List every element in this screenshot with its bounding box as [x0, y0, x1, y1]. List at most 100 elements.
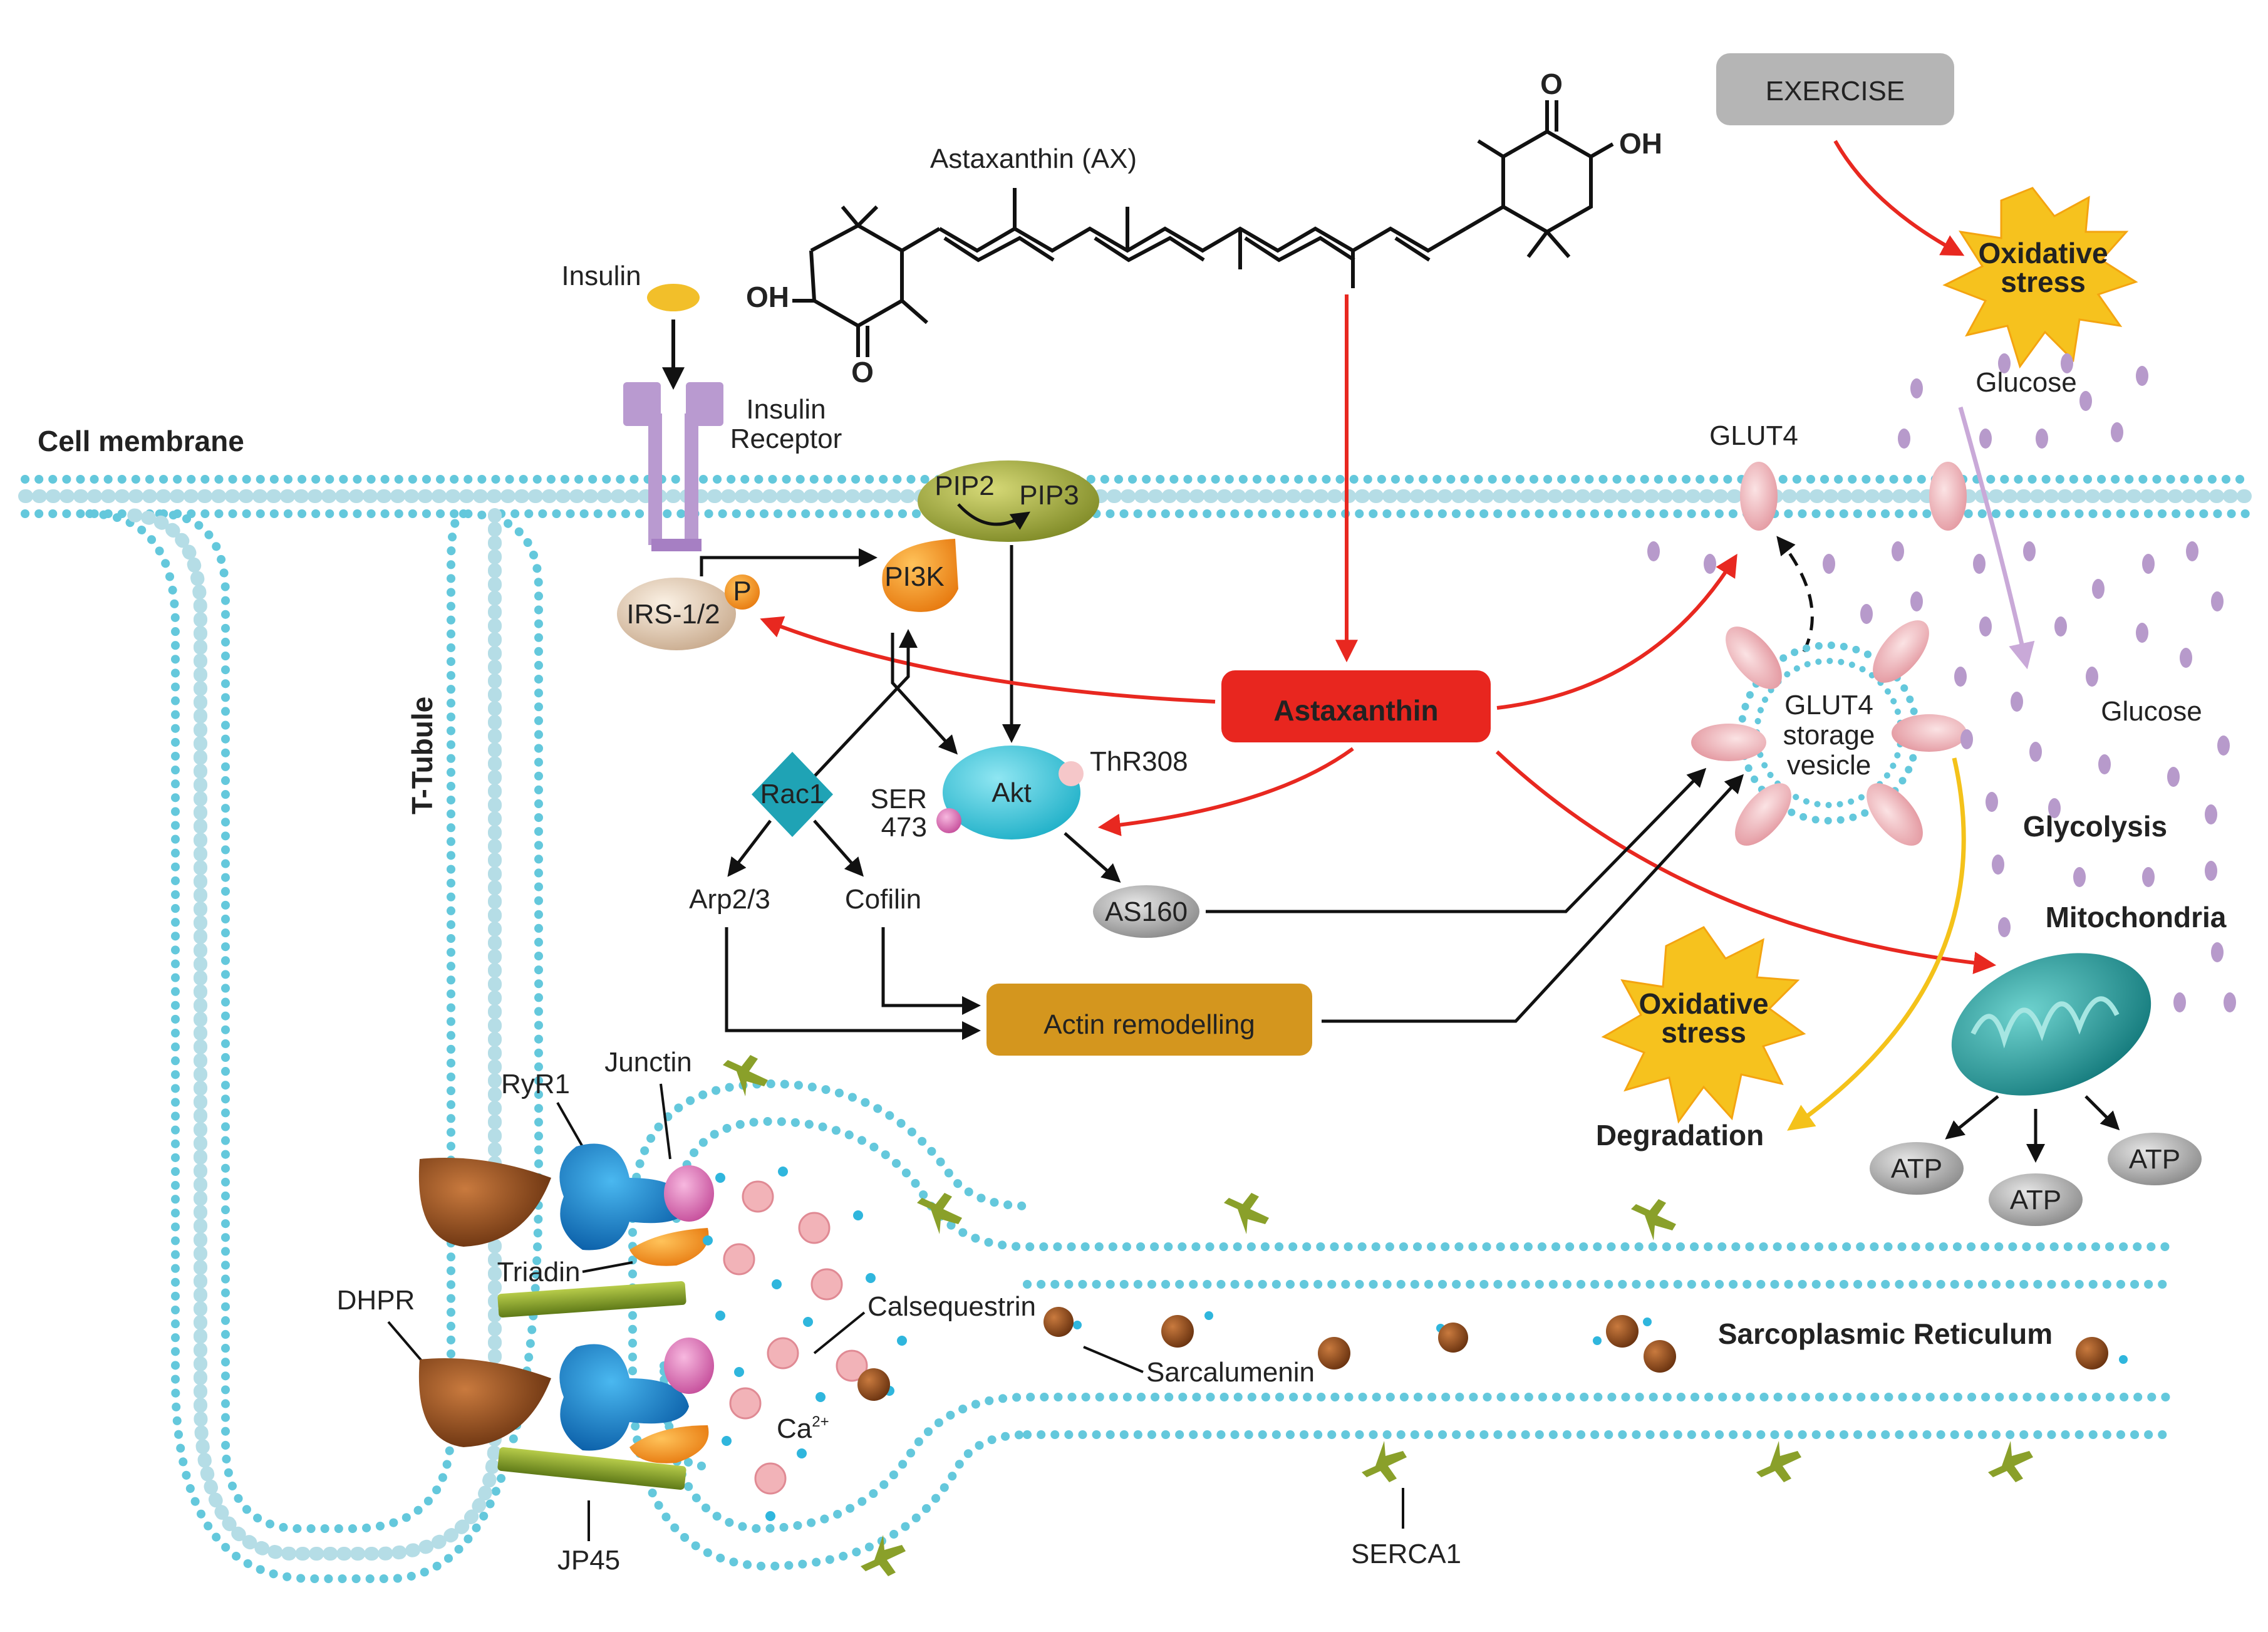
svg-text:Actin remodelling: Actin remodelling: [1043, 1009, 1255, 1040]
pi3k: PI3K: [882, 539, 958, 612]
jp45-rod-upper: [497, 1281, 686, 1318]
ser473-label-2: 473: [881, 812, 927, 843]
glucose-right-label: Glucose: [2101, 696, 2202, 727]
calcium-ions: [703, 1167, 2128, 1521]
arp-label: Arp2/3: [689, 884, 770, 915]
lipid-bilayers: [18, 475, 2255, 1583]
sarcalumenin-particles: [857, 1307, 2108, 1401]
svg-text:PIP3: PIP3: [1019, 480, 1079, 511]
oh-right: OH: [1619, 127, 1662, 160]
arrow-irs-to-pi3k: [700, 548, 878, 576]
o-right: O: [1540, 68, 1563, 100]
astaxanthin-structure: [792, 100, 1614, 357]
glucose-molecules: [1647, 353, 2236, 1012]
atp-2: ATP: [1989, 1173, 2083, 1226]
arrow-pi3k-to-akt: [891, 633, 958, 755]
t-tubule-wall: [152, 509, 468, 1533]
svg-text:ATP: ATP: [1891, 1153, 1942, 1184]
glucose-top-label: Glucose: [1975, 367, 2076, 398]
exercise-box: EXERCISE: [1716, 53, 1954, 125]
cell-membrane-label: Cell membrane: [38, 425, 244, 457]
dhpr-label: DHPR: [337, 1285, 415, 1316]
serca-pumps: [723, 1055, 2033, 1576]
svg-text:storage: storage: [1783, 720, 1875, 751]
triadin-label: Triadin: [497, 1257, 581, 1287]
as160: AS160: [1093, 885, 1199, 938]
svg-text:Astaxanthin: Astaxanthin: [1273, 694, 1438, 727]
rac1: Rac1: [752, 752, 833, 837]
glut4-transporter-2: [1929, 462, 1967, 531]
svg-text:IRS-1/2: IRS-1/2: [626, 599, 720, 630]
junctin-label: Junctin: [604, 1047, 691, 1078]
insulin-receptor-label-1: Insulin: [746, 394, 826, 425]
arrow-astax-to-akt: [1097, 747, 1354, 836]
arrow-vesicle-to-glut4: [1776, 536, 1814, 653]
sarcalumenin-label: Sarcalumenin: [1146, 1357, 1315, 1388]
sr-label: Sarcoplasmic Reticulum: [1718, 1318, 2053, 1350]
astaxanthin-title: Astaxanthin (AX): [930, 143, 1137, 174]
svg-text:AS160: AS160: [1105, 897, 1188, 927]
svg-text:vesicle: vesicle: [1787, 750, 1872, 781]
svg-text:ATP: ATP: [2129, 1144, 2180, 1175]
arrow-glucose-to-glycolysis: [1958, 407, 2035, 670]
jp45-rod-lower: [497, 1447, 686, 1490]
insulin-molecule: [647, 284, 700, 311]
cofilin-label: Cofilin: [845, 884, 921, 915]
irs: IRS-1/2 P: [617, 574, 760, 650]
ryr1-upper: [559, 1143, 714, 1266]
thr308-label: ThR308: [1090, 746, 1188, 777]
dhpr-upper: [418, 1158, 551, 1247]
mitochondria-label: Mitochondria: [2046, 901, 2227, 933]
arrow-astax-to-mito: [1495, 750, 1997, 974]
svg-text:PI3K: PI3K: [884, 561, 944, 592]
glut4-transporter: [1740, 462, 1778, 531]
pip-complex: PIP2 PIP3: [918, 460, 1099, 542]
svg-text:Akt: Akt: [992, 777, 1032, 808]
svg-text:EXERCISE: EXERCISE: [1766, 76, 1905, 107]
mitochondrion: [1951, 953, 2151, 1096]
ryr1-lower: [559, 1338, 714, 1463]
ser473-label-1: SER: [871, 784, 927, 814]
glycolysis-label: Glycolysis: [2023, 810, 2167, 843]
arrow-rac1-to-pi3k: [807, 629, 918, 784]
insulin-receptor: [623, 382, 723, 551]
t-tubule-label: T-Tubule: [406, 697, 438, 814]
atp-3: ATP: [2108, 1133, 2202, 1185]
o-left: O: [851, 356, 874, 388]
svg-text:Rac1: Rac1: [760, 779, 825, 809]
svg-text:ATP: ATP: [2010, 1185, 2061, 1215]
cell-membrane-outer: [21, 475, 2253, 1583]
arrow-vesicle-degradation: [1787, 757, 1966, 1131]
calsequestrin-particles: [723, 1180, 868, 1495]
arrow-actin-to-vesicle: [1322, 774, 1744, 1023]
svg-text:P: P: [733, 576, 751, 606]
dhpr-lower: [418, 1358, 551, 1447]
glut4-storage-vesicle: GLUT4 storage vesicle: [1691, 620, 1967, 846]
oh-left: OH: [746, 281, 789, 313]
arrow-astax-to-irs: [760, 616, 1216, 704]
serca1-label: SERCA1: [1351, 1539, 1461, 1569]
ryr1-label: RyR1: [501, 1069, 570, 1099]
astaxanthin-box: Astaxanthin: [1221, 670, 1491, 742]
akt: Akt: [936, 746, 1084, 839]
arrow-exercise-to-stress: [1833, 140, 1965, 256]
insulin-label: Insulin: [561, 261, 641, 291]
svg-text:GLUT4: GLUT4: [1784, 690, 1873, 720]
insulin-receptor-label-2: Receptor: [730, 424, 842, 454]
arrow-astax-to-glut4: [1496, 553, 1737, 710]
glut4-label: GLUT4: [1709, 420, 1798, 451]
actin-remodelling-box: Actin remodelling: [986, 984, 1312, 1056]
degradation-label: Degradation: [1596, 1119, 1764, 1151]
atp-1: ATP: [1870, 1142, 1964, 1195]
calsequestrin-label: Calsequestrin: [867, 1291, 1036, 1322]
arrow-as160-to-vesicle: [1206, 767, 1707, 913]
svg-text:PIP2: PIP2: [935, 470, 994, 501]
jp45-label: JP45: [557, 1545, 620, 1576]
calcium-label: Ca2+: [777, 1413, 829, 1444]
